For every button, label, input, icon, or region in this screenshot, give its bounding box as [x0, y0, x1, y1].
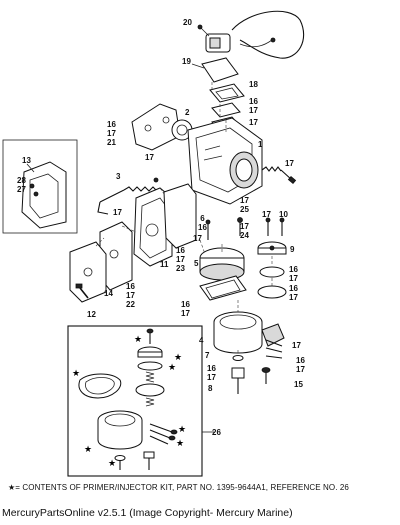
callout-9: 9	[290, 245, 295, 254]
callout-26: 26	[212, 428, 221, 437]
callout-16-17: 16 17	[296, 356, 305, 374]
wire-harness	[231, 10, 305, 59]
callout-17: 17	[249, 118, 258, 127]
part-15-screw	[261, 367, 271, 384]
svg-text:★: ★	[134, 335, 142, 345]
part-10-screw	[279, 217, 285, 236]
callout-17: 17	[292, 341, 301, 350]
exploded-parts-diagram: ★ ★ ★ ★ ★ ★ ★ ★	[2, 10, 305, 477]
callout-11: 11	[160, 260, 169, 269]
svg-text:★: ★	[176, 439, 184, 449]
valve-base	[257, 285, 287, 299]
svg-text:★: ★	[84, 445, 92, 455]
part-1-carburetor-body	[187, 117, 263, 205]
callout-10: 10	[279, 210, 288, 219]
svg-text:★: ★	[108, 459, 116, 469]
inset-lever-assembly	[21, 161, 67, 229]
primer-kit-contents: ★ ★ ★ ★ ★ ★ ★ ★	[72, 328, 186, 470]
part-20-solenoid	[197, 24, 231, 53]
part-23-gasket	[163, 183, 197, 249]
part-4-fuel-bowl	[213, 311, 285, 354]
wire-terminal	[270, 37, 276, 43]
callout-16-17: 16 17	[181, 300, 190, 318]
callout-17-25: 17 25	[240, 196, 249, 214]
callout-17: 17	[262, 210, 271, 219]
svg-text:★: ★	[174, 353, 182, 363]
part-5-float	[199, 247, 245, 281]
callout-20: 20	[183, 18, 192, 27]
inset-detail-box	[2, 139, 78, 234]
callout-4: 4	[199, 336, 204, 345]
callout-8: 8	[208, 384, 213, 393]
callout-19: 19	[182, 57, 191, 66]
wire-lead	[239, 39, 273, 48]
callout-6-16: 6 16	[198, 214, 207, 232]
callout-14: 14	[104, 289, 113, 298]
callout-13: 13	[22, 156, 31, 165]
copyright-line: MercuryPartsOnline v2.5.1 (Image Copyrig…	[2, 507, 293, 519]
svg-text:★: ★	[72, 369, 80, 379]
part-19-plate	[201, 57, 239, 83]
callout-18: 18	[249, 80, 258, 89]
idle-screw-head	[287, 175, 297, 185]
callout-3: 3	[116, 172, 121, 181]
valve-diaphragm	[259, 266, 285, 278]
idle-screw-spring	[261, 166, 282, 172]
callout-16-17: 16 17	[249, 97, 258, 115]
callout-5: 5	[194, 259, 199, 268]
primer-kit-box	[67, 325, 203, 477]
callout-1: 1	[258, 140, 263, 149]
callout-7: 7	[205, 351, 210, 360]
svg-text:★: ★	[178, 425, 186, 435]
part-8-drain-screw	[231, 367, 245, 394]
primer-kit-footnote: ★= CONTENTS OF PRIMER/INJECTOR KIT, PART…	[8, 483, 349, 492]
part-11-chamber	[133, 187, 173, 267]
callout-16-17-22: 16 17 22	[126, 282, 135, 309]
jet-cluster	[265, 339, 283, 359]
callout-12: 12	[87, 310, 96, 319]
callout-16-17: 16 17	[289, 265, 298, 283]
leader-lines	[95, 82, 273, 356]
callout-17: 17	[113, 208, 122, 217]
part-14-cover	[69, 241, 107, 303]
callout-2: 2	[185, 108, 190, 117]
callout-16-17-21: 16 17 21	[107, 120, 116, 147]
callout-16-17-23: 16 17 23	[176, 246, 185, 273]
link-arm	[97, 201, 109, 215]
float-bowl-gasket	[199, 275, 247, 301]
callout-16-17: 16 17	[289, 284, 298, 302]
part-3-spring	[123, 186, 158, 192]
callout-17: 17	[285, 159, 294, 168]
part-7-washer	[232, 355, 244, 361]
callout-17-24: 17 24	[240, 222, 249, 240]
part-16-17-gasket	[211, 102, 241, 118]
part-12-screw	[79, 287, 89, 299]
callout-17: 17	[145, 153, 154, 162]
part-9-valve-cover	[257, 241, 287, 255]
callout-16-17: 16 17	[207, 364, 216, 382]
part-17-screw-right	[265, 217, 271, 236]
callout-17: 17	[193, 234, 202, 243]
part-18-gasket	[209, 83, 245, 103]
svg-text:★: ★	[168, 363, 176, 373]
callout-28-27: 28 27	[17, 176, 26, 194]
callout-15: 15	[294, 380, 303, 389]
